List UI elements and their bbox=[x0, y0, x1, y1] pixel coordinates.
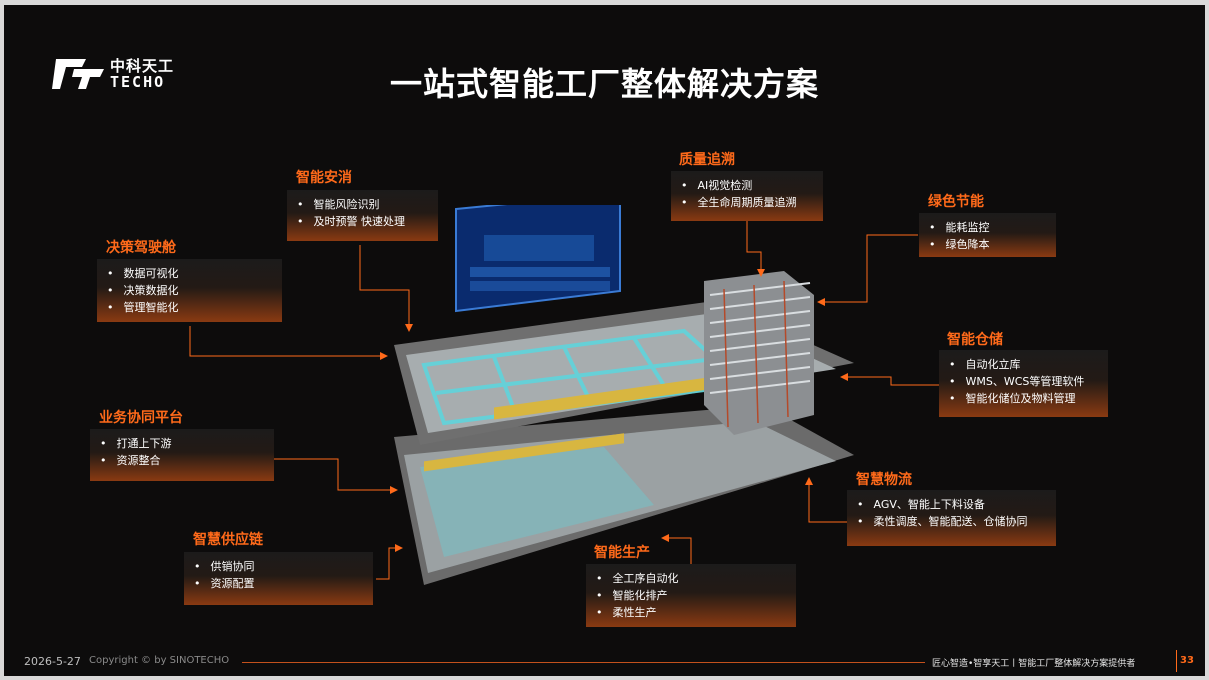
list-item: 及时预警 快速处理 bbox=[297, 213, 428, 230]
connector-decision bbox=[189, 326, 388, 360]
list-item: 供销协同 bbox=[194, 558, 363, 575]
list-item: 智能风险识别 bbox=[297, 196, 428, 213]
page-number: 33 bbox=[1180, 655, 1194, 666]
connector-safety bbox=[359, 245, 413, 332]
callout-warehouse-title: 智能仓储 bbox=[947, 332, 1003, 348]
list-item: 绿色降本 bbox=[929, 236, 1046, 253]
brand-name-cn: 中科天工 bbox=[110, 57, 175, 75]
list-item: 资源配置 bbox=[194, 575, 363, 592]
callout-logistics-title: 智慧物流 bbox=[856, 472, 912, 488]
callout-decision-title: 决策驾驶舱 bbox=[106, 240, 176, 256]
connector-supply bbox=[376, 544, 403, 580]
list-item: 管理智能化 bbox=[107, 299, 272, 316]
list-item: 能耗监控 bbox=[929, 219, 1046, 236]
page-title: 一站式智能工厂整体解决方案 bbox=[389, 65, 819, 103]
footer-copyright: Copyright © by SINOTECHO bbox=[89, 655, 230, 666]
list-item: 柔性生产 bbox=[596, 604, 786, 621]
logo-mark-icon bbox=[52, 59, 104, 89]
callout-green-title: 绿色节能 bbox=[928, 194, 984, 210]
callout-decision: 数据可视化 决策数据化 管理智能化 bbox=[97, 259, 282, 322]
callout-supply: 供销协同 资源配置 bbox=[184, 552, 373, 605]
footer-divider bbox=[242, 662, 925, 663]
list-item: 决策数据化 bbox=[107, 282, 272, 299]
warehouse-tower bbox=[704, 271, 814, 435]
callout-business-title: 业务协同平台 bbox=[99, 410, 183, 426]
connector-logistics bbox=[805, 477, 847, 523]
connector-business bbox=[274, 458, 398, 494]
brand-logo: 中科天工 TECHO bbox=[52, 55, 192, 95]
callout-quality: AI视觉检测 全生命周期质量追溯 bbox=[671, 171, 823, 221]
list-item: 打通上下游 bbox=[100, 435, 264, 452]
list-item: 柔性调度、智能配送、仓储协同 bbox=[857, 513, 1046, 530]
list-item: 自动化立库 bbox=[949, 356, 1098, 373]
callout-business: 打通上下游 资源整合 bbox=[90, 429, 274, 481]
dashboard-screen bbox=[455, 205, 621, 313]
connector-warehouse bbox=[840, 373, 939, 386]
footer-slogan: 匠心智造•智享天工丨智能工厂整体解决方案提供者 bbox=[932, 659, 1136, 669]
factory-illustration bbox=[394, 205, 854, 585]
callout-safety-title: 智能安消 bbox=[296, 170, 352, 186]
callout-quality-title: 质量追溯 bbox=[679, 152, 735, 168]
list-item: 数据可视化 bbox=[107, 265, 272, 282]
connector-green bbox=[817, 234, 918, 306]
list-item: 全生命周期质量追溯 bbox=[681, 194, 813, 211]
list-item: WMS、WCS等管理软件 bbox=[949, 373, 1098, 390]
callout-supply-title: 智慧供应链 bbox=[193, 532, 263, 548]
brand-name-en: TECHO bbox=[110, 73, 166, 91]
page-number-divider bbox=[1176, 650, 1177, 672]
footer-date: 2026-5-27 bbox=[24, 655, 81, 668]
callout-production-title: 智能生产 bbox=[594, 545, 650, 561]
callout-production: 全工序自动化 智能化排产 柔性生产 bbox=[586, 564, 796, 627]
callout-safety: 智能风险识别 及时预警 快速处理 bbox=[287, 190, 438, 241]
list-item: 智能化储位及物料管理 bbox=[949, 390, 1098, 407]
connector-quality bbox=[746, 221, 765, 277]
slide: 中科天工 TECHO 一站式智能工厂整体解决方案 bbox=[4, 5, 1205, 676]
connector-production bbox=[661, 534, 692, 565]
callout-green: 能耗监控 绿色降本 bbox=[919, 213, 1056, 257]
callout-warehouse: 自动化立库 WMS、WCS等管理软件 智能化储位及物料管理 bbox=[939, 350, 1108, 417]
connector-lines bbox=[189, 221, 939, 580]
list-item: 智能化排产 bbox=[596, 587, 786, 604]
callout-logistics: AGV、智能上下料设备 柔性调度、智能配送、仓储协同 bbox=[847, 490, 1056, 546]
list-item: 资源整合 bbox=[100, 452, 264, 469]
list-item: AGV、智能上下料设备 bbox=[857, 496, 1046, 513]
list-item: 全工序自动化 bbox=[596, 570, 786, 587]
list-item: AI视觉检测 bbox=[681, 177, 813, 194]
